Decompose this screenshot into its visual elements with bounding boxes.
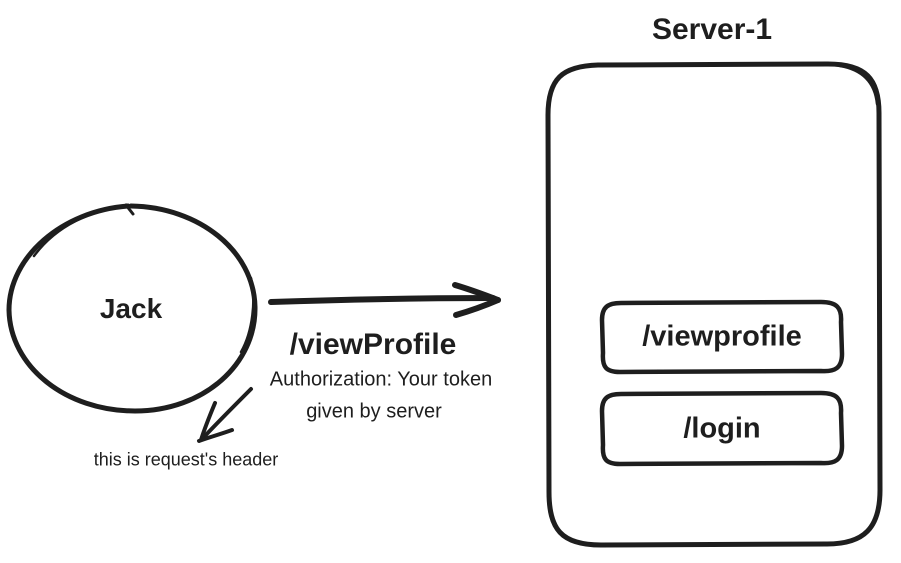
endpoint-box-login <box>599 390 845 467</box>
request-header-annotation: this is request's header <box>93 449 279 470</box>
server-title: Server-1 <box>651 12 773 46</box>
request-header-line2: given by server <box>306 400 442 423</box>
annotation-arrow <box>197 387 253 443</box>
request-path-label: /viewProfile <box>289 327 457 361</box>
request-header-line1: Authorization: Your token <box>269 368 493 391</box>
client-label: Jack <box>99 292 163 324</box>
server-box <box>545 61 883 548</box>
request-arrow <box>268 282 501 318</box>
client-circle <box>6 203 258 414</box>
endpoint-box-viewprofile <box>599 299 845 375</box>
endpoint-label-viewprofile: /viewprofile <box>642 320 802 353</box>
endpoint-label-login: /login <box>683 412 761 445</box>
